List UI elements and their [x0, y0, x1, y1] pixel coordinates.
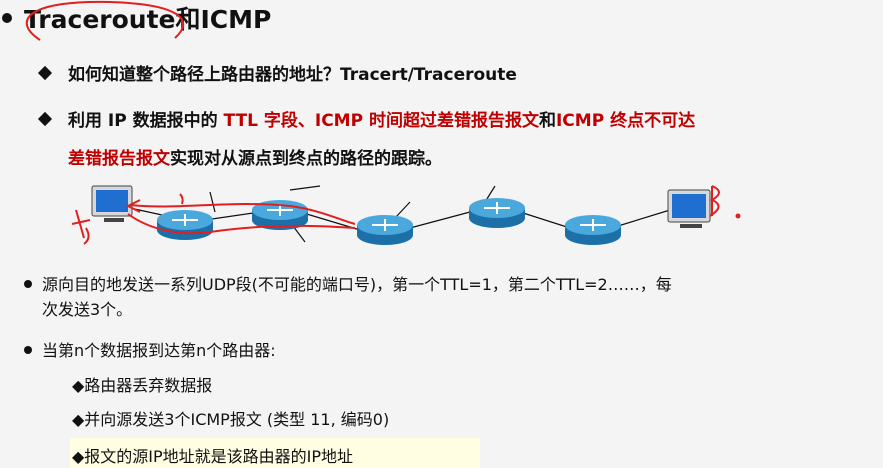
list-item: ◆路由器丢弃数据报	[72, 376, 213, 395]
slide-title-row: Traceroute和ICMP	[0, 0, 271, 36]
bullet-2: 当第n个数据报到达第n个路由器:	[24, 337, 276, 361]
sub-bullet-2-line2-run: 差错报告报文	[68, 149, 170, 169]
sub-bullet-1-text: 如何知道整个路径上路由器的地址？Tracert/Traceroute	[68, 65, 517, 85]
bullet-dot-icon	[24, 280, 32, 288]
destination-computer-icon	[667, 189, 711, 228]
highlight-bar	[70, 438, 480, 468]
router-icon	[157, 210, 213, 240]
sub-bullet-1: 如何知道整个路径上路由器的地址？Tracert/Traceroute	[37, 60, 517, 85]
ink-circle-annotation	[25, 0, 185, 41]
diamond-icon	[37, 65, 53, 81]
slide-title: Traceroute和ICMP	[24, 5, 272, 34]
router-icon	[565, 215, 621, 245]
bullet-2-text: 当第n个数据报到达第n个路由器:	[42, 341, 276, 360]
sub-bullet-2: 利用 IP 数据报中的 TTL 字段、ICMP 时间超过差错报告报文和ICMP …	[37, 106, 695, 131]
diamond-icon	[37, 111, 53, 127]
sub-bullet-2-line1-run: 利用 IP 数据报中的	[68, 111, 224, 131]
router-icon	[469, 198, 525, 228]
sub-bullet-2-line1-run: 和	[538, 111, 556, 131]
network-diagram	[71, 185, 741, 245]
bullet-1-line1: 源向目的地发送一系列UDP段(不可能的端口号)，第一个TTL=1，第二个TTL=…	[42, 275, 672, 294]
title-bullet	[2, 13, 12, 23]
bullet-1: 源向目的地发送一系列UDP段(不可能的端口号)，第一个TTL=1，第二个TTL=…	[24, 271, 672, 295]
sub-bullet-2-line1: 利用 IP 数据报中的 TTL 字段、ICMP 时间超过差错报告报文和ICMP …	[68, 111, 695, 131]
bullet-dot-icon	[24, 346, 32, 354]
sub-bullet-2-line1-run: ICMP 终点不可达	[555, 111, 696, 131]
list-item: ◆报文的源IP地址就是该路由器的IP地址	[72, 447, 354, 466]
ink-trace-annotation	[71, 185, 741, 245]
router-icon	[357, 215, 413, 245]
sub-bullet-2-line2: 差错报告报文实现对从源点到终点的路径的跟踪。	[68, 144, 442, 169]
sub-bullet-2-line1-run: TTL 字段、ICMP 时间超过差错报告报文	[223, 111, 539, 131]
bullet-1-line2: 次发送3个。	[42, 300, 133, 319]
sub-bullet-2-line2-run: 实现对从源点到终点的路径的跟踪。	[170, 149, 442, 169]
source-computer-icon	[91, 185, 133, 222]
list-item: ◆并向源发送3个ICMP报文 (类型 11, 编码0)	[72, 410, 390, 429]
